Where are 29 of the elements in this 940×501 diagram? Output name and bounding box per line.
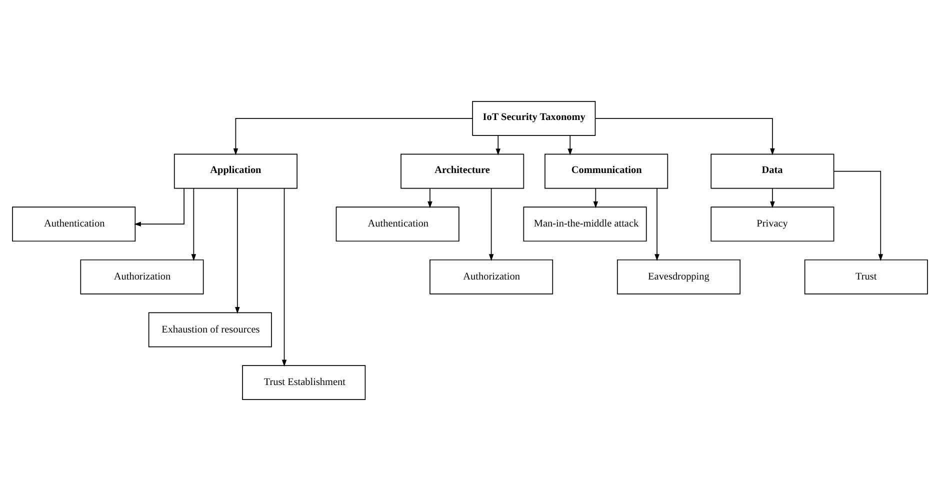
arrow — [191, 188, 196, 261]
arrow — [428, 188, 432, 208]
arrow — [488, 188, 494, 261]
node-box: Data — [710, 154, 834, 189]
node-box: Privacy — [710, 206, 834, 242]
arrow — [235, 188, 240, 314]
node-box: Application — [174, 154, 298, 189]
node-box: Authorization — [430, 259, 554, 294]
node-box: Man-in-the-middle attack — [523, 206, 647, 242]
arrow — [654, 188, 660, 261]
arrow — [233, 118, 473, 156]
node-box: Authentication — [336, 206, 460, 242]
node-box: Trust Establishment — [242, 365, 366, 400]
arrow — [568, 135, 572, 156]
arrow — [282, 188, 287, 367]
arrow — [134, 188, 184, 226]
arrow — [833, 170, 884, 261]
arrow — [770, 188, 775, 208]
arrow — [593, 188, 598, 208]
node-box: IoT Security Taxonomy — [472, 100, 596, 136]
node-box: Trust — [804, 259, 928, 294]
node-box: Communication — [544, 154, 668, 189]
node-box: Authorization — [80, 259, 204, 294]
node-box: Architecture — [400, 154, 524, 189]
node-box: Authentication — [12, 206, 136, 242]
arrow — [496, 135, 500, 156]
node-box: Exhaustion of resources — [148, 312, 272, 348]
node-box: Eavesdropping — [616, 259, 740, 294]
arrow — [594, 118, 775, 156]
